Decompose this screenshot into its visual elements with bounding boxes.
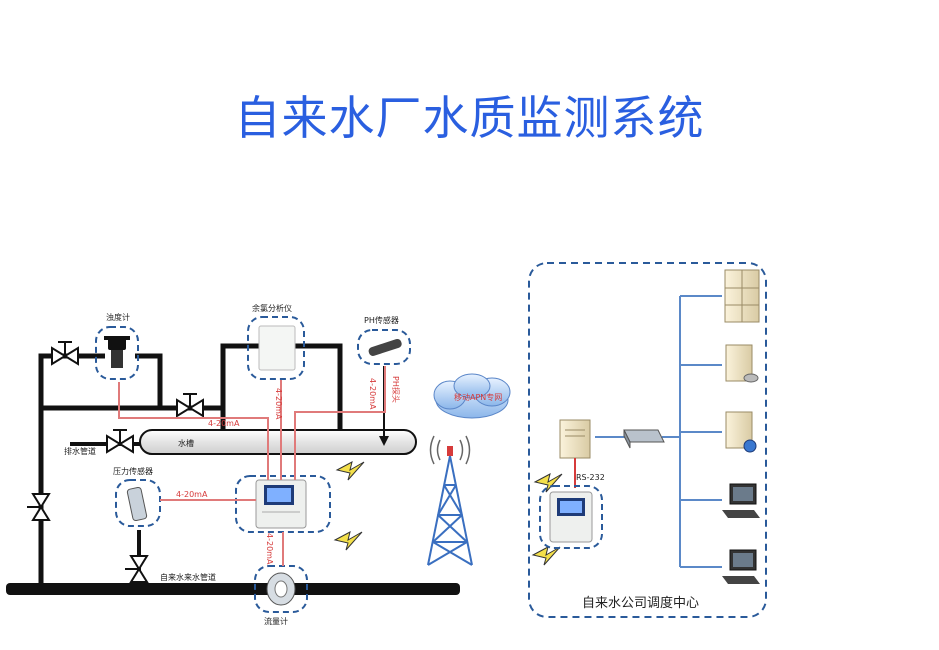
ph-sensor-label: PH传感器 <box>364 315 399 325</box>
cloud-label: 移动APN专网 <box>454 392 502 402</box>
cell-tower-icon <box>427 455 473 566</box>
server-rack-icon <box>724 269 760 323</box>
water-tank <box>139 429 417 455</box>
wireless-bolt-icon <box>533 473 563 493</box>
chlorine-analyzer-icon <box>258 325 296 371</box>
chlorine-analyzer-label: 余氯分析仪 <box>252 303 292 313</box>
local-server-icon <box>559 419 591 459</box>
ph-sensor-icon <box>368 338 402 356</box>
wireless-bolt-icon <box>333 531 363 551</box>
turbidity-meter-icon <box>104 336 130 368</box>
workstation-icon <box>722 549 760 584</box>
drain-pipe-label: 排水管道 <box>64 446 96 456</box>
page-title: 自来水厂水质监测系统 <box>234 91 705 145</box>
workstation-icon <box>722 483 760 518</box>
rs232-label: RS-232 <box>576 473 605 482</box>
wireless-bolt-icon <box>335 461 365 481</box>
network-switch-icon <box>623 429 665 449</box>
main-pipe-label: 自来水来水管道 <box>160 572 216 582</box>
signal-label-b: 4-20mA <box>274 388 283 420</box>
pressure-sensor-icon <box>126 486 148 522</box>
valve-drain-icon <box>106 429 134 454</box>
signal-label-a: 4-20mA <box>208 419 240 428</box>
valve-riser-icon <box>27 493 51 521</box>
valve-pressure-icon <box>125 530 149 583</box>
ph-probe-label: PH探头 <box>391 376 401 403</box>
center-rtu-icon <box>549 491 593 543</box>
signal-label-e: 4-20mA <box>265 533 274 565</box>
flow-meter-label: 流量计 <box>264 616 288 626</box>
cloud-network-icon <box>433 373 511 419</box>
main-water-pipe <box>6 583 460 595</box>
control-center-frame <box>528 262 767 618</box>
control-center-label: 自来水公司调度中心 <box>582 595 699 611</box>
wireless-bolt-icon <box>531 546 561 566</box>
rtu-device-icon <box>255 479 307 529</box>
signal-label-c: 4-20mA <box>368 378 377 410</box>
pressure-sensor-label: 压力传感器 <box>113 466 153 476</box>
web-server-icon <box>725 411 757 453</box>
turbidity-meter-label: 浊度计 <box>106 312 130 322</box>
flow-meter-icon <box>266 572 296 606</box>
valve-top-icon <box>51 341 79 366</box>
valve-mid-icon <box>176 393 204 418</box>
water-tank-label: 水槽 <box>178 438 194 448</box>
signal-label-d: 4-20mA <box>176 490 208 499</box>
database-server-icon <box>725 344 759 383</box>
